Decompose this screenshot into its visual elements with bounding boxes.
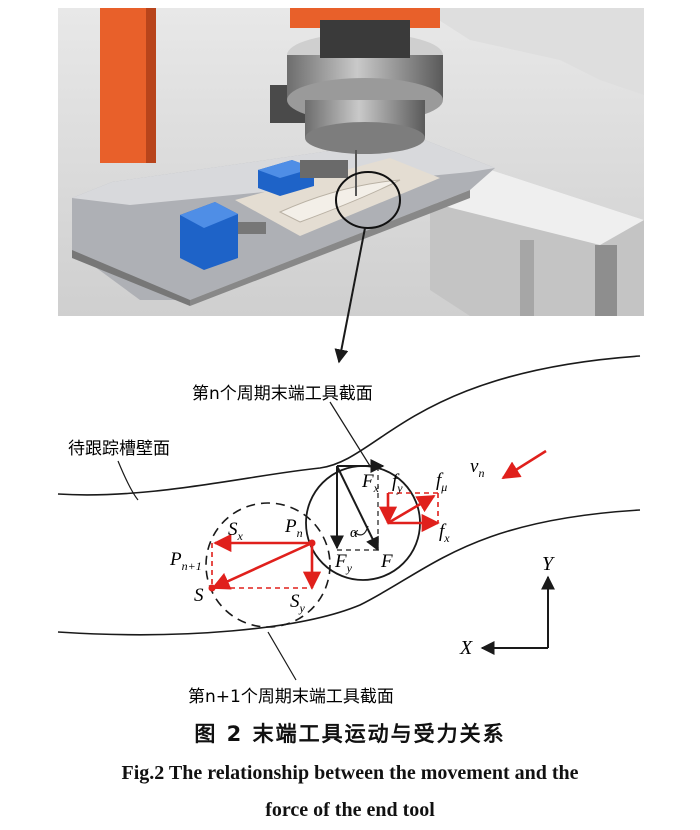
tool-section-n1 xyxy=(205,502,331,628)
force-fmu-arrow xyxy=(387,494,436,525)
label-vn: vn xyxy=(470,456,484,480)
label-axis-X: X xyxy=(459,637,473,659)
groove-wall-upper xyxy=(57,355,641,496)
point-Pn xyxy=(308,539,316,547)
clamp-right xyxy=(258,160,348,196)
label-alpha: α xyxy=(350,525,359,541)
machine-render xyxy=(58,8,644,364)
robot-column xyxy=(100,8,154,163)
label-Sx: Sx xyxy=(228,519,244,543)
force-F-arrow xyxy=(336,465,379,552)
label-fx: fx xyxy=(439,521,450,545)
label-Fx: Fx xyxy=(361,471,380,495)
clamp-left xyxy=(180,202,266,270)
label-Fy: Fy xyxy=(334,551,353,575)
label-F: F xyxy=(380,551,393,572)
label-Pn1: Pn+1 xyxy=(169,549,202,573)
groove-wall-lower xyxy=(57,509,641,636)
label-section-n: 第n个周期末端工具截面 xyxy=(192,384,373,404)
spindle-head xyxy=(270,20,443,196)
label-S: S xyxy=(194,585,204,606)
label-fmu: fμ xyxy=(436,470,447,494)
caption-chinese: 图 2 末端工具运动与受力关系 xyxy=(194,722,506,746)
caption-english-line1: Fig.2 The relationship between the movem… xyxy=(121,762,579,784)
zoom-leader-arrow xyxy=(334,227,366,364)
velocity-vn-arrow xyxy=(501,449,547,480)
label-axis-Y: Y xyxy=(542,553,555,575)
groove-diagram: 第n个周期末端工具截面 待跟踪槽壁面 第n+1个周期末端工具截面 Fx Fy F… xyxy=(57,355,641,707)
point-S xyxy=(208,584,216,592)
zoom-circle xyxy=(335,171,401,229)
label-groove-wall: 待跟踪槽壁面 xyxy=(68,439,170,459)
label-Sy: Sy xyxy=(290,591,306,615)
label-Pn: Pn xyxy=(284,516,303,540)
label-fy: fy xyxy=(392,471,403,495)
label-section-n1: 第n+1个周期末端工具截面 xyxy=(188,687,394,707)
disp-S-arrow xyxy=(211,541,313,590)
caption-english-line2: force of the end tool xyxy=(265,799,435,821)
